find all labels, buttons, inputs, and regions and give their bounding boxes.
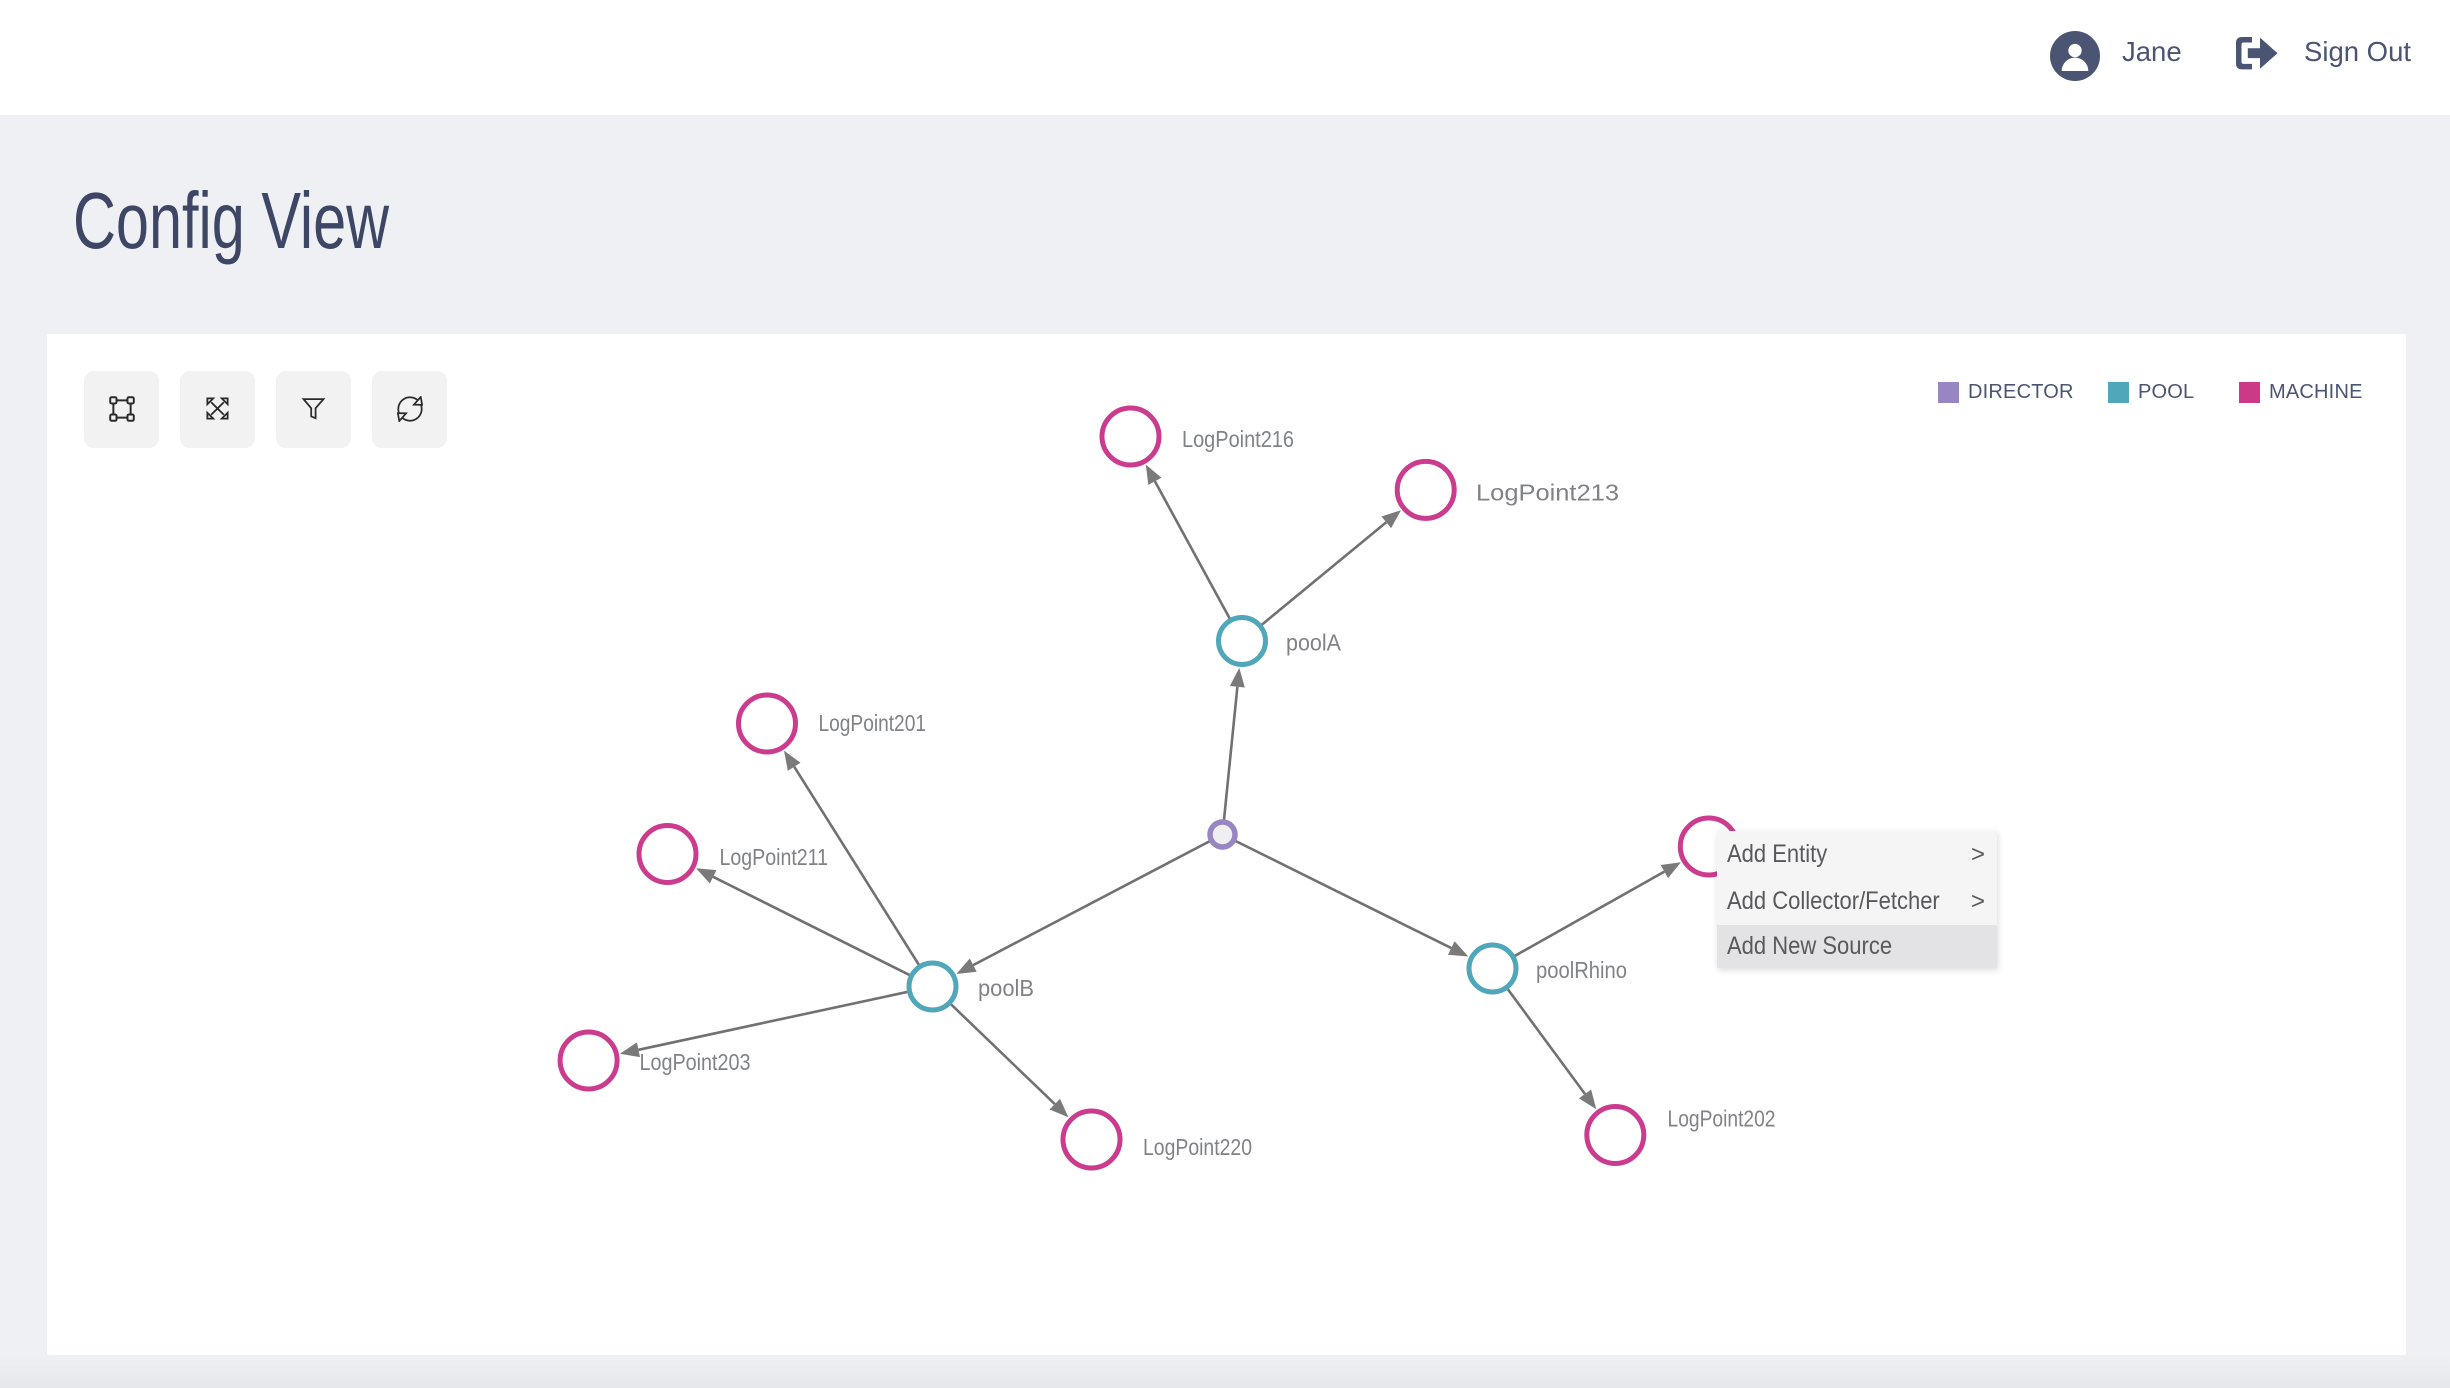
svg-text:LogPoint201: LogPoint201 (819, 710, 927, 736)
svg-text:LogPoint203: LogPoint203 (640, 1049, 751, 1075)
svg-text:LogPoint216: LogPoint216 (1182, 426, 1294, 452)
svg-text:poolA: poolA (1286, 630, 1342, 656)
svg-text:poolRhino: poolRhino (1536, 957, 1627, 983)
svg-text:LogPoint211: LogPoint211 (720, 844, 829, 870)
svg-text:LogPoint213: LogPoint213 (1476, 480, 1619, 506)
svg-text:LogPoint220: LogPoint220 (1143, 1134, 1252, 1160)
svg-text:poolB: poolB (978, 975, 1034, 1001)
svg-text:LogPoint202: LogPoint202 (1668, 1106, 1776, 1132)
